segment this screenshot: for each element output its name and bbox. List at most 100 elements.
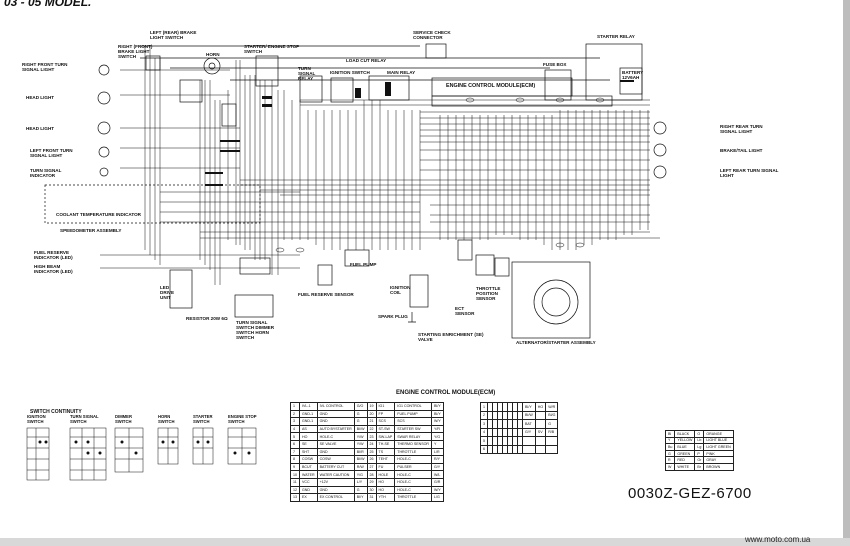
table-cell: Bu [664, 443, 676, 451]
table-cell: BCUT [299, 462, 318, 472]
table-cell: 13 [290, 493, 300, 502]
label-coolant-indicator: COOLANT TEMPERATURE INDICATOR [56, 212, 141, 217]
table-cell: Y/G [353, 470, 368, 479]
table-cell: BI/W [353, 455, 368, 464]
table-cell: GND-1 [299, 409, 318, 419]
table-cell: HOLE-C [394, 485, 432, 495]
table-cell: R/B [545, 427, 559, 437]
label-fuel-pump: FUEL PUMP [350, 262, 377, 267]
table-cell: 24 [366, 439, 377, 449]
table-cell: THROTTLE [394, 447, 432, 457]
table-cell: R/W [353, 462, 368, 472]
ecm-table-title: ENGINE CONTROL MODULE(ECM) [396, 390, 496, 396]
table-cell: YTH [375, 493, 396, 502]
table-cell: Y/W [353, 439, 368, 449]
table-cell: G/Y [522, 427, 536, 437]
table-cell: 3 [290, 417, 300, 426]
table-cell: G [353, 417, 368, 426]
table-cell: TS [375, 447, 396, 457]
table-cell: 7 [290, 447, 300, 457]
table-cell: WHITE [674, 462, 696, 471]
sc-col-horn: HORN SWITCH [158, 414, 175, 424]
table-cell: 2 [290, 409, 300, 419]
table-cell: G [664, 449, 676, 458]
relay-table-row: 6 [480, 444, 559, 454]
label-throttle-sensor: THROTTLE POSITION SENSOR [476, 286, 501, 301]
table-cell: HOLE-C [394, 455, 432, 464]
label-service-check-connector: SERVICE CHECK CONNECTOR [413, 30, 451, 40]
table-cell [534, 436, 547, 446]
label-brake-tail: BRAKE/TAIL LIGHT [720, 148, 763, 153]
table-cell: Bl [664, 430, 676, 438]
table-cell: 2 [480, 410, 488, 420]
table-cell: IVL CONTROL [316, 402, 355, 411]
table-cell: L/Y [353, 477, 368, 487]
table-cell: Y [431, 439, 444, 449]
label-starter-engine-stop-switch: STARTER/ ENGINE STOP SWITCH [244, 44, 300, 54]
table-cell: SWAR RELAY [394, 432, 432, 441]
sc-col-starter: STARTER SWITCH [193, 414, 213, 424]
label-fuel-reserve-sensor: FUEL RESERVE SENSOR [298, 292, 354, 297]
label-horn: HORN [206, 52, 220, 57]
table-cell [545, 444, 559, 454]
table-cell: BI/W [522, 410, 536, 420]
table-cell: 1 [290, 402, 300, 411]
label-switch-assembly: TURN SIGNAL SWITCH DIMMER SWITCH HORN SW… [236, 320, 275, 340]
table-cell: G/O [353, 402, 368, 411]
table-cell: RED [674, 456, 696, 464]
table-cell: 28 [366, 470, 377, 479]
watermark: www.moto.com.ua [745, 535, 811, 544]
table-cell: AUTO BYSTARTER [316, 424, 355, 434]
table-cell: Lb [694, 436, 705, 445]
label-alternator-starter: ALTERNATOR/STARTER ASSEMBLY [516, 340, 596, 345]
table-cell: W/Y [431, 485, 444, 495]
table-cell: 21 [366, 417, 377, 426]
label-resistor: RESISTOR 20W 6Ω [186, 316, 228, 321]
table-cell: 19 [366, 402, 377, 411]
table-cell: Lg [694, 443, 705, 451]
table-cell [545, 436, 559, 446]
table-cell: W/R [545, 402, 559, 412]
table-cell: 4 [290, 424, 300, 434]
table-cell: Y/R [431, 424, 444, 434]
table-cell: 6 [480, 444, 488, 454]
table-cell: BROWN [703, 462, 734, 471]
table-cell: IG1 CONTROL [394, 402, 432, 411]
table-cell: Y/G [431, 432, 444, 441]
table-cell: 25 [366, 447, 377, 457]
table-cell: 5 [480, 436, 488, 446]
table-cell: BI/Y [431, 402, 444, 411]
label-starting-enrichment: STARTING ENRICHMENT (SE) VALVE [418, 332, 484, 342]
switch-continuity-title: SWITCH CONTINUITY [30, 409, 82, 415]
sc-col-dimmer: DIMMER SWITCH [115, 414, 132, 424]
table-cell: THERMO SENSOR [394, 439, 432, 449]
table-cell [522, 436, 536, 446]
table-cell: LIGHT GREEN [703, 443, 734, 451]
table-cell: TEHT [375, 455, 396, 464]
label-led-drive-unit: LED DRIVE UNIT [160, 285, 175, 300]
table-cell: BI/Y [353, 493, 368, 502]
table-cell: SE [299, 439, 318, 449]
table-cell: 9 [290, 462, 300, 472]
table-cell: HO [299, 432, 318, 441]
label-speedometer: SPEEDOMETER ASSEMBLY [60, 228, 122, 233]
table-cell: GND [299, 485, 318, 495]
table-cell [534, 410, 547, 420]
table-cell: L/R [431, 447, 444, 457]
label-battery: BATTERY 12V6AH [622, 70, 644, 80]
table-cell: R [664, 456, 676, 464]
table-cell: LIGHT BLUE [703, 436, 734, 445]
